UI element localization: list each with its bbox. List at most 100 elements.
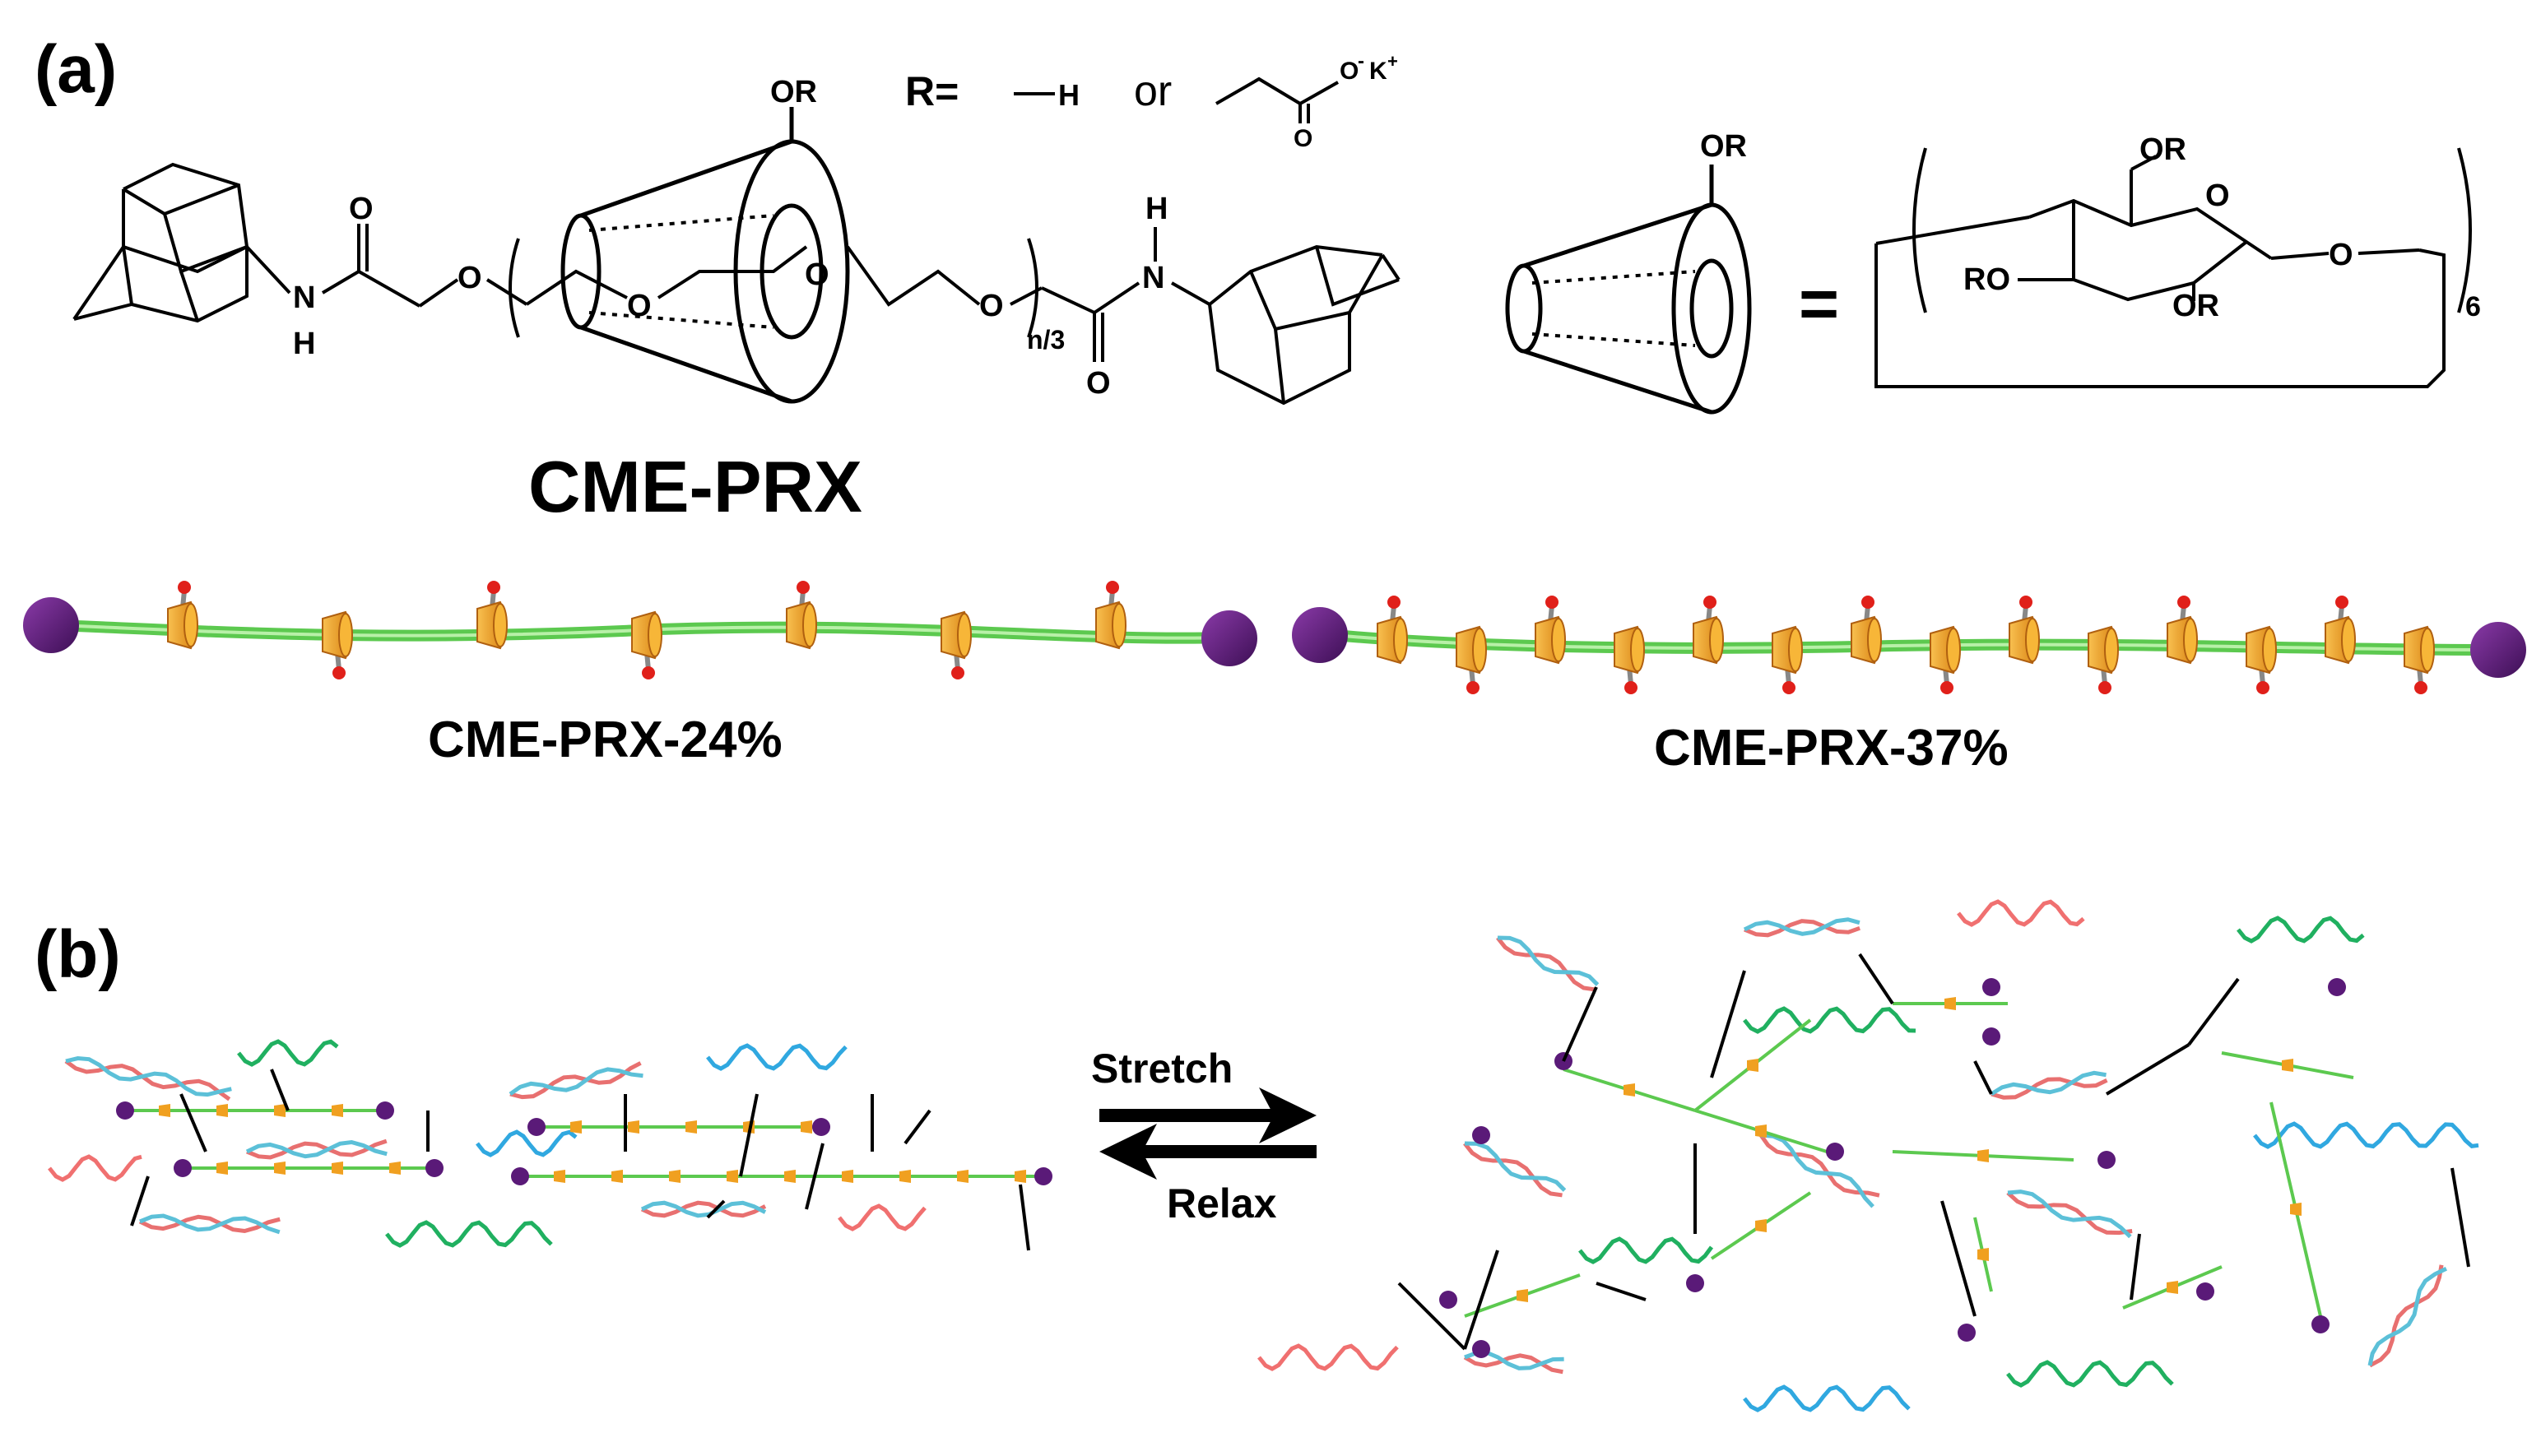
ring-37-3 (1535, 596, 1566, 665)
ring-relaxed-3-890 (727, 1170, 738, 1183)
equilibrium-arrows (1099, 1087, 1317, 1180)
subscript-n3: n/3 (1027, 325, 1065, 355)
ring-relaxed-0-410 (332, 1104, 343, 1117)
helix-stretched-1 (1496, 935, 1600, 992)
ring-37-7 (1851, 596, 1882, 665)
stopper-stretched-11 (1958, 1324, 1976, 1342)
r-o-charge: - (1358, 50, 1364, 72)
ring-24-6 (941, 610, 972, 679)
glucose-atoms: OR O RO OR O 6 (1963, 132, 2481, 323)
atom-n-left: N (293, 281, 315, 315)
stopper-stretched-8 (1439, 1291, 1457, 1309)
ring-37-14 (2404, 625, 2435, 694)
ring-relaxed-1-270 (216, 1162, 228, 1175)
helix-stretched-3 (1990, 1070, 2108, 1100)
stopper-stretched-12 (2196, 1282, 2214, 1301)
helix-stretched-5 (1758, 1133, 1880, 1208)
helix-relaxed-5 (640, 1200, 767, 1218)
atom-o-ether-3: O (805, 257, 829, 292)
crosslink-stretched-10 (2130, 1233, 2141, 1301)
stopper-stretched-7 (1826, 1143, 1844, 1161)
helix-stretched-4 (1463, 1141, 1567, 1198)
strand-green-1 (237, 1039, 339, 1067)
atom-n-right: N (1142, 261, 1164, 295)
label-cme-prx-24: CME-PRX-24% (428, 712, 783, 768)
ring-37-8 (1930, 625, 1961, 694)
crosslink-relaxed-11 (904, 1109, 931, 1145)
stopper-right-37 (2470, 622, 2526, 678)
rotaxane-37 (1292, 596, 2526, 694)
crosslink-stretched-6 (2187, 977, 2240, 1046)
stopper-left-37 (1292, 607, 1348, 663)
stretched-network (1257, 899, 2479, 1412)
label-cme-prx-37: CME-PRX-37% (1654, 720, 2009, 777)
atom-o-carbonyl-left: O (349, 192, 374, 226)
ring-relaxed-2-840 (685, 1120, 697, 1134)
strand-red-2 (838, 1203, 927, 1231)
helix-stretched-6 (2006, 1189, 2133, 1239)
atom-o-ether-1: O (458, 261, 482, 295)
ring-stretched-5 (1755, 1124, 1767, 1138)
ring-relaxed-0-340 (274, 1104, 286, 1117)
relax-label: Relax (1167, 1180, 1277, 1226)
panel-a-label: (a) (35, 32, 117, 107)
helix-stretched-8 (2367, 1264, 2448, 1368)
left-amide-linker (245, 224, 528, 338)
ring-stretched-1 (1624, 1083, 1635, 1097)
ring-stretched-6 (1517, 1289, 1528, 1302)
crosslink-stretched-13 (1596, 1282, 1647, 1301)
ring-37-13 (2325, 596, 2356, 665)
glucose-or-bottom: OR (2172, 289, 2219, 323)
ring-relaxed-3-750 (611, 1170, 623, 1183)
panel-b-label: (b) (35, 917, 121, 992)
strand-blue-s2 (1743, 1384, 1911, 1412)
crosslink-relaxed-10 (1019, 1184, 1030, 1251)
ring-24-2 (322, 610, 353, 679)
equals-sign: = (1799, 265, 1839, 342)
crosslink-stretched-11 (2450, 1167, 2470, 1268)
cyclodextrin-threaded (560, 107, 850, 404)
r-h: H (1058, 78, 1080, 112)
helix-relaxed-3 (138, 1213, 281, 1235)
crosslink-relaxed-1 (179, 1093, 207, 1152)
stopper-relaxed-r1 (425, 1159, 444, 1177)
strand-blue-2 (706, 1043, 848, 1071)
stopper-relaxed-l1 (174, 1159, 192, 1177)
stopper-stretched-2 (1472, 1126, 1490, 1144)
ring-37-4 (1614, 625, 1645, 694)
r-equals: R= (905, 68, 959, 114)
stopper-stretched-9 (1472, 1340, 1490, 1358)
ring-stretched-8 (2167, 1281, 2178, 1294)
ring-group-24 (167, 581, 1126, 679)
stopper-stretched-6 (2097, 1151, 2116, 1169)
adamantane-right (1208, 244, 1401, 406)
atom-o-ether-4: O (979, 289, 1004, 323)
crosslink-stretched-1 (1710, 970, 1746, 1078)
ring-24-4 (631, 610, 662, 679)
ring-stretched-11 (1977, 1248, 1989, 1261)
relaxed-network (48, 1039, 1052, 1251)
stopper-relaxed-l2 (527, 1118, 546, 1136)
stopper-stretched-3 (1982, 978, 2000, 996)
glucose-link-o: O (2329, 238, 2353, 272)
glucose-repeat-6: 6 (2465, 291, 2481, 322)
stopper-relaxed-r0 (376, 1101, 394, 1120)
r-o-double: O (1294, 125, 1312, 152)
crosslink-stretched-12 (1397, 1282, 1466, 1351)
strand-green-2 (385, 1220, 553, 1248)
ring-stretched-9 (2282, 1059, 2293, 1072)
ring-37-5 (1693, 596, 1724, 665)
strand-blue-1 (476, 1129, 578, 1157)
crosslink-relaxed-2 (130, 1175, 150, 1226)
rotaxane-24 (23, 581, 1257, 679)
crosslink-stretched-9 (1940, 1200, 1977, 1317)
cd-icon (1505, 165, 1752, 415)
r-o-minus: O (1340, 58, 1359, 85)
ring-relaxed-3-1030 (842, 1170, 853, 1183)
ring-37-1 (1377, 596, 1408, 665)
r-definition: R= H or O - K + O (905, 50, 1398, 152)
helix-stretched-2 (1743, 917, 1860, 938)
ring-relaxed-1-340 (274, 1162, 286, 1175)
ring-37-10 (2088, 625, 2119, 694)
ring-group-37 (1377, 596, 2435, 694)
